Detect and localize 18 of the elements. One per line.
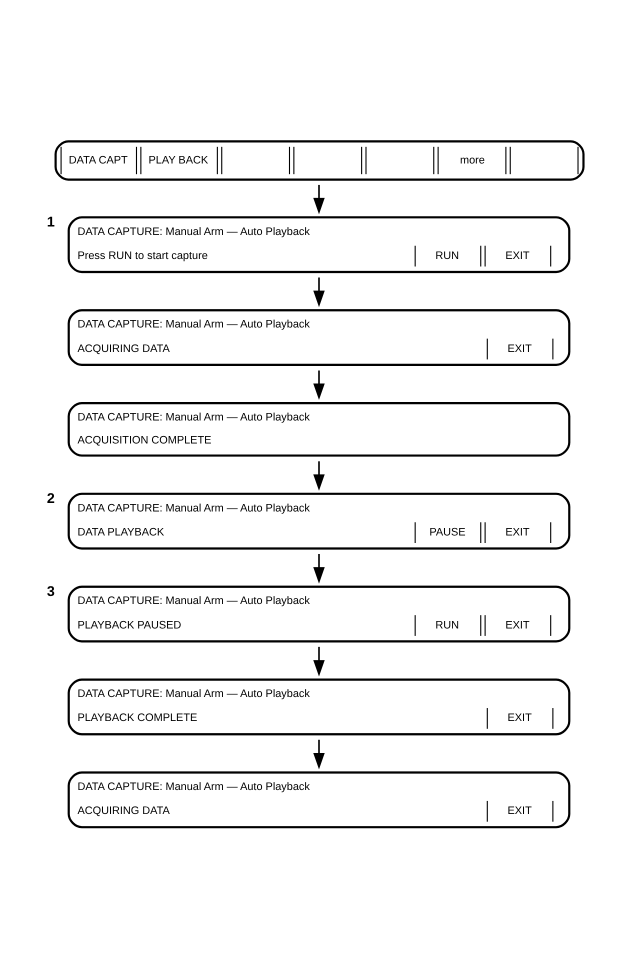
node-box: DATA CAPTURE: Manual Arm — Auto Playback ACQUIRING DATA EXIT: [68, 309, 570, 366]
node-label: 3: [46, 584, 55, 600]
node-box: DATA CAPTURE: Manual Arm — Auto Playback PLAYBACK COMPLETE EXIT: [68, 678, 570, 736]
arrow: [313, 461, 325, 491]
arrow: [313, 370, 325, 400]
node-box: DATA CAPTURE: Manual Arm — Auto Playback ACQUIRING DATA EXIT: [68, 771, 570, 828]
arrow: [313, 554, 325, 584]
node-box: DATA CAPTURE: Manual Arm — Auto Playback PLAYBACK PAUSED RUN EXIT: [68, 586, 570, 642]
node-label: 1: [46, 214, 55, 231]
arrow: [313, 277, 325, 308]
node-box: DATA CAPT PLAY BACK more: [54, 140, 585, 181]
node-box: DATA CAPTURE: Manual Arm — Auto Playback DATA PLAYBACK PAUSE EXIT: [68, 492, 570, 550]
node-box: DATA CAPTURE: Manual Arm — Auto Playback Press RUN to start capture RUN EXIT: [68, 216, 570, 274]
arrow: [313, 646, 325, 676]
node-box: DATA CAPTURE: Manual Arm — Auto Playback ACQUISITION COMPLETE: [68, 402, 570, 457]
arrow: [313, 740, 325, 770]
arrow: [313, 184, 325, 214]
node-label: 2: [46, 491, 55, 508]
